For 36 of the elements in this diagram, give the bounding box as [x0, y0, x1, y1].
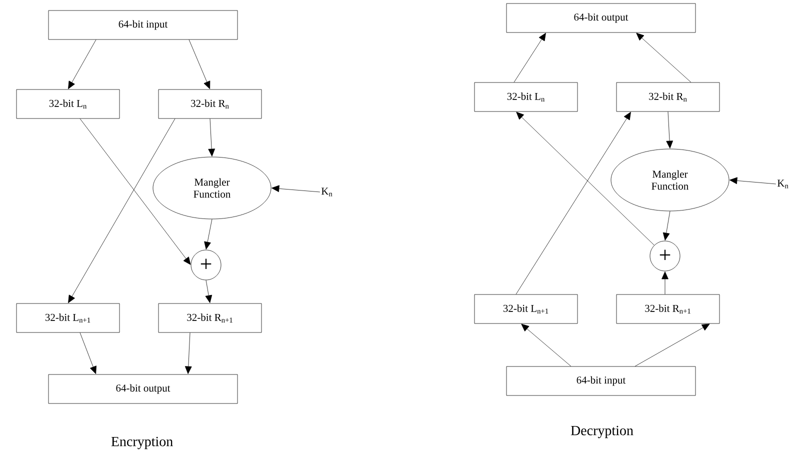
process-box: 32-bit R$_{n+1}$: [616, 294, 720, 324]
arrow: [68, 40, 96, 90]
arrow: [184, 332, 192, 374]
process-box: 32-bit L$_{n+1}$: [16, 303, 120, 333]
arrow: [272, 185, 320, 192]
arrow: [68, 118, 176, 304]
process-box: 64-bit output: [48, 374, 238, 404]
arrow: [80, 332, 96, 374]
process-box: 32-bit L$_{n+1}$: [474, 294, 578, 324]
process-box: 64-bit input: [48, 10, 238, 40]
process-box: 64-bit input: [506, 366, 696, 396]
arrow: [208, 118, 216, 156]
process-box: 32-bit R$_{n+1}$: [158, 303, 262, 333]
arrow: [516, 112, 654, 246]
arrow: [662, 272, 668, 294]
key-label: K$_{n}$: [321, 188, 332, 196]
process-box: 32-bit L$_{n}$: [474, 82, 578, 112]
arrow: [188, 40, 210, 90]
arrow: [666, 112, 674, 148]
arrow: [205, 280, 212, 303]
arrow: [80, 118, 191, 265]
arrow: [662, 211, 670, 240]
key-label: K$_{n}$: [777, 180, 788, 188]
process-box: 64-bit output: [506, 3, 696, 33]
process-box: 32-bit L$_{n}$: [16, 89, 120, 119]
arrow: [204, 219, 212, 250]
arrow: [634, 324, 710, 366]
arrow: [514, 32, 546, 82]
process-box: 32-bit R$_{n}$: [158, 89, 262, 119]
arrow: [516, 112, 631, 294]
caption: Encryption: [111, 436, 173, 450]
arrow: [521, 324, 572, 366]
process-box: 32-bit R$_{n}$: [616, 82, 720, 112]
arrow: [730, 177, 776, 184]
arrow: [636, 32, 692, 82]
caption: Decryption: [570, 426, 634, 438]
